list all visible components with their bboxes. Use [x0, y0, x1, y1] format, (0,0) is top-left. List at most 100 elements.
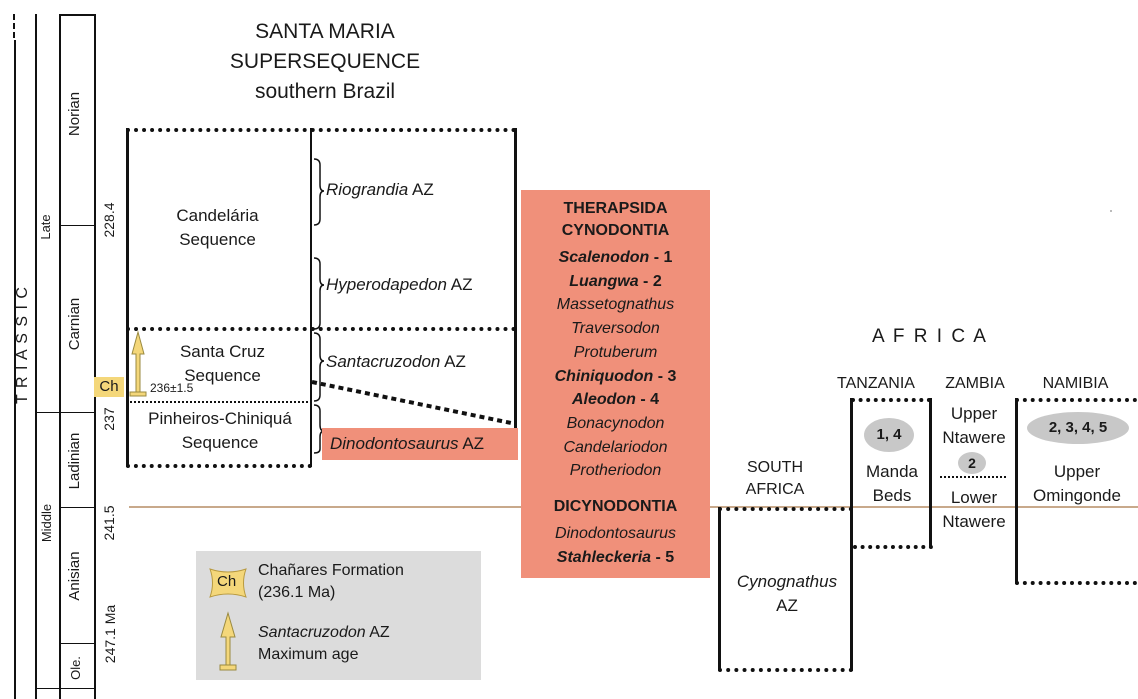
chanares-legend-icon — [209, 568, 247, 598]
taxon-number: - 2 — [638, 272, 662, 290]
taxon-name: Protheriodon — [569, 462, 662, 480]
dicynodontia-heading: DICYNODONTIA — [553, 498, 678, 515]
speck — [1110, 210, 1112, 212]
upper-ntawere: Upper Ntawere — [942, 404, 1006, 447]
frame-divider — [310, 128, 312, 467]
south-africa-bottom — [718, 668, 853, 672]
scale-line — [59, 14, 61, 699]
therapsida-heading: THERAPSIDA — [563, 200, 668, 217]
stage-ladinian: Ladinian — [66, 432, 83, 490]
zambia-divider — [940, 476, 1006, 478]
taxon-row: Scalenodon - 1 — [521, 246, 710, 270]
chanares-age: 236±1.5 — [150, 381, 194, 395]
taxon-name: Dinodontosaurus — [555, 525, 676, 542]
scale-line — [94, 14, 96, 699]
age-228: 228.4 — [101, 202, 117, 238]
upper-omingonde: Upper Omingonde — [1033, 462, 1121, 505]
taxon-row: Protheriodon — [521, 459, 710, 483]
frame-santa-cruz-top — [126, 327, 516, 331]
taxon-name: Scalenodon — [558, 249, 650, 266]
namibia-label: NAMIBIA — [1042, 375, 1109, 392]
zambia-oval: 2 — [958, 452, 986, 474]
candelaria-sequence: Candelária Sequence — [176, 206, 259, 249]
frame-bottom — [126, 464, 312, 468]
taxon-name: Chiniquodon — [554, 367, 654, 385]
legend-arrow-icon — [219, 611, 237, 671]
taxon-number: - 3 — [653, 367, 677, 385]
tanzania-bottom — [853, 545, 933, 549]
taxon-number: - 5 — [651, 549, 675, 566]
namibia-oval: 2, 3, 4, 5 — [1027, 412, 1129, 444]
stage-boundary — [36, 412, 96, 413]
dinodontosaurus-zone: Dinodontosaurus AZ — [330, 434, 485, 453]
cynognathus-zone: Cynognathus AZ — [736, 572, 838, 615]
stage-boundary — [36, 688, 96, 689]
tanzania-top — [851, 398, 931, 402]
dinodontosaurus-zone-box — [322, 428, 518, 460]
frame-right — [514, 128, 517, 450]
tanzania-left — [850, 398, 853, 671]
age-247: 247.1 Ma — [102, 604, 118, 664]
stage-boundary — [59, 643, 96, 644]
zambia-label: ZAMBIA — [945, 375, 1005, 392]
header-line3: southern Brazil — [254, 80, 396, 103]
pinheiros-sequence: Pinheiros-Chiniquá Sequence — [148, 409, 292, 452]
taxon-row: Chiniquodon - 3 — [521, 365, 710, 389]
taxon-number: - 4 — [635, 391, 660, 409]
taxon-row: Protuberum — [521, 341, 710, 365]
santa-cruz-sequence: Santa Cruz Sequence — [179, 342, 266, 385]
hyperodapedon-zone: Hyperodapedon AZ — [326, 275, 473, 294]
stage-carnian: Carnian — [66, 297, 83, 351]
cynodontia-heading: CYNODONTIA — [561, 222, 670, 239]
riograndia-zone: Riograndia AZ — [326, 180, 434, 199]
frame-left — [126, 128, 129, 467]
taxon-name: Candelariodon — [563, 438, 668, 456]
epoch-late: Late — [38, 214, 53, 240]
header-line1: SANTA MARIA — [255, 20, 395, 43]
header-line2: SUPERSEQUENCE — [229, 50, 421, 73]
taxon-name: Aleodon — [571, 391, 636, 409]
africa-title: A F R I C A — [872, 326, 988, 347]
legend-arrow-text: Santacruzodon AZ Maximum age — [258, 624, 390, 663]
scale-line — [35, 14, 37, 699]
age-241: 241.5 — [101, 505, 117, 541]
stage-olenekian: Ole. — [68, 656, 83, 680]
taxon-name: Luangwa — [569, 272, 639, 290]
namibia-top — [1015, 398, 1137, 402]
stage-boundary — [59, 225, 95, 226]
taxon-row: Massetognathus — [521, 293, 710, 317]
stage-anisian: Anisian — [66, 551, 83, 601]
santacruzodon-arrow-icon — [129, 330, 147, 397]
legend: Ch Chañares Formation (236.1 Ma) Santacr… — [196, 551, 481, 680]
taxon-row: Dinodontosaurus — [521, 522, 710, 546]
age-237: 237 — [101, 407, 117, 431]
legend-chanares-text: Chañares Formation (236.1 Ma) — [258, 562, 404, 601]
tanzania-oval: 1, 4 — [864, 418, 914, 452]
taxon-name: Bonacynodon — [566, 414, 665, 432]
taxon-name: Stahleckeria — [556, 549, 652, 566]
south-africa-label: SOUTH AFRICA — [745, 459, 805, 498]
namibia-left — [1015, 398, 1018, 584]
lower-ntawere: Lower Ntawere — [942, 488, 1006, 531]
taxon-row: Bonacynodon — [521, 412, 710, 436]
taxon-name: Traversodon — [571, 320, 660, 338]
epoch-middle: Middle — [39, 503, 54, 543]
scale-line — [14, 40, 16, 699]
south-africa-top — [718, 507, 853, 511]
taxon-row: Luangwa - 2 — [521, 270, 710, 294]
taxon-name: Protuberum — [573, 343, 658, 361]
taxon-row: Aleodon - 4 — [521, 388, 710, 412]
legend-ch-tag: Ch — [217, 573, 237, 590]
taxon-row: Stahleckeria - 5 — [521, 546, 710, 570]
taxon-name: Massetognathus — [556, 296, 675, 314]
taxon-row: Traversodon — [521, 317, 710, 341]
south-africa-left — [718, 507, 721, 671]
taxon-number: - 1 — [649, 249, 673, 266]
frame-top — [126, 128, 516, 132]
zone-brackets — [313, 158, 325, 454]
stage-norian: Norian — [66, 91, 83, 137]
slanted-boundary — [311, 380, 517, 426]
period-label: T R I A S S I C — [14, 286, 31, 404]
